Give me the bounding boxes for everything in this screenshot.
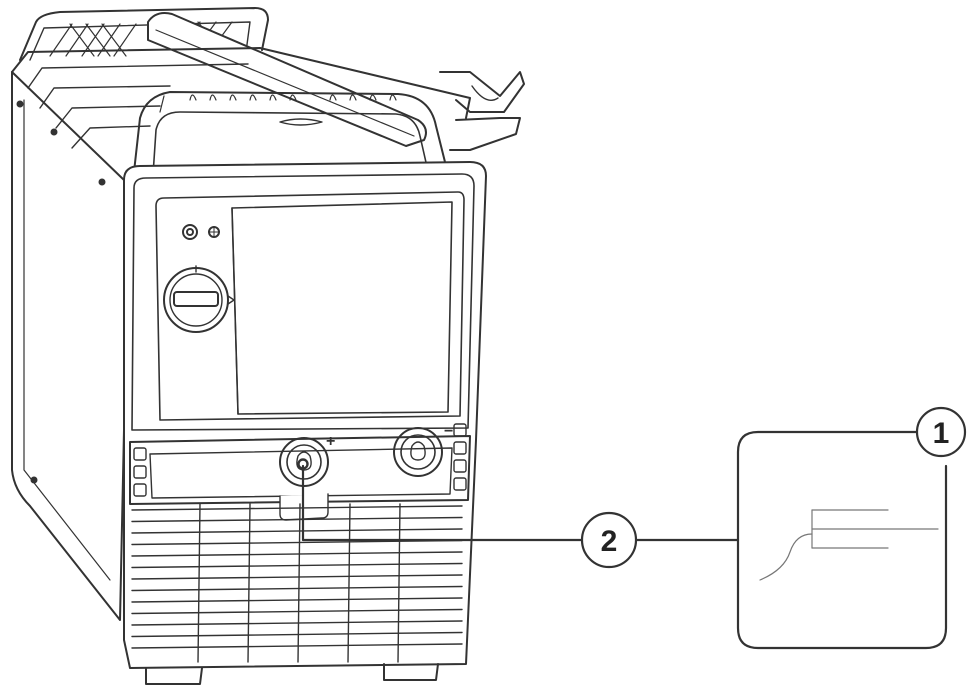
callout-2: 2 <box>580 511 638 569</box>
top-bar <box>147 12 427 147</box>
socket-strip <box>129 423 471 505</box>
callout-2-label: 2 <box>601 525 618 558</box>
minus-label: − <box>444 423 453 440</box>
vent-slat <box>347 503 351 663</box>
minus-socket-icon <box>393 427 443 477</box>
callout-1-label: 1 <box>933 417 950 450</box>
feet <box>145 663 439 685</box>
vent-slat <box>131 643 463 649</box>
vent-slat <box>131 505 463 511</box>
vent-slat <box>131 585 463 592</box>
vent-slat <box>131 574 463 580</box>
vent-slat <box>247 503 251 663</box>
vent-slat <box>131 631 463 638</box>
vent-slat <box>131 528 463 534</box>
top-body <box>11 47 471 149</box>
vent-slat <box>131 620 463 626</box>
leader-line <box>301 464 740 542</box>
vent-slat <box>131 597 463 603</box>
cable-plug-icon <box>759 509 939 581</box>
plus-label: + <box>326 433 335 450</box>
vent-slat <box>397 503 401 663</box>
torch-holder <box>439 71 525 151</box>
vent-slat <box>131 516 463 523</box>
vent-slat <box>131 608 463 615</box>
led-icon <box>182 224 198 240</box>
vent-slat <box>131 551 463 557</box>
control-panel <box>155 191 465 421</box>
callout-1: 1 <box>915 406 967 458</box>
vent-slat <box>297 503 301 663</box>
indicator-icon <box>208 226 220 238</box>
vent-slat <box>197 503 201 663</box>
front-handle <box>131 91 451 191</box>
detail-box <box>736 430 948 650</box>
vent-slat <box>131 562 463 569</box>
power-knob-icon <box>163 265 235 333</box>
vent-slat <box>131 539 463 546</box>
